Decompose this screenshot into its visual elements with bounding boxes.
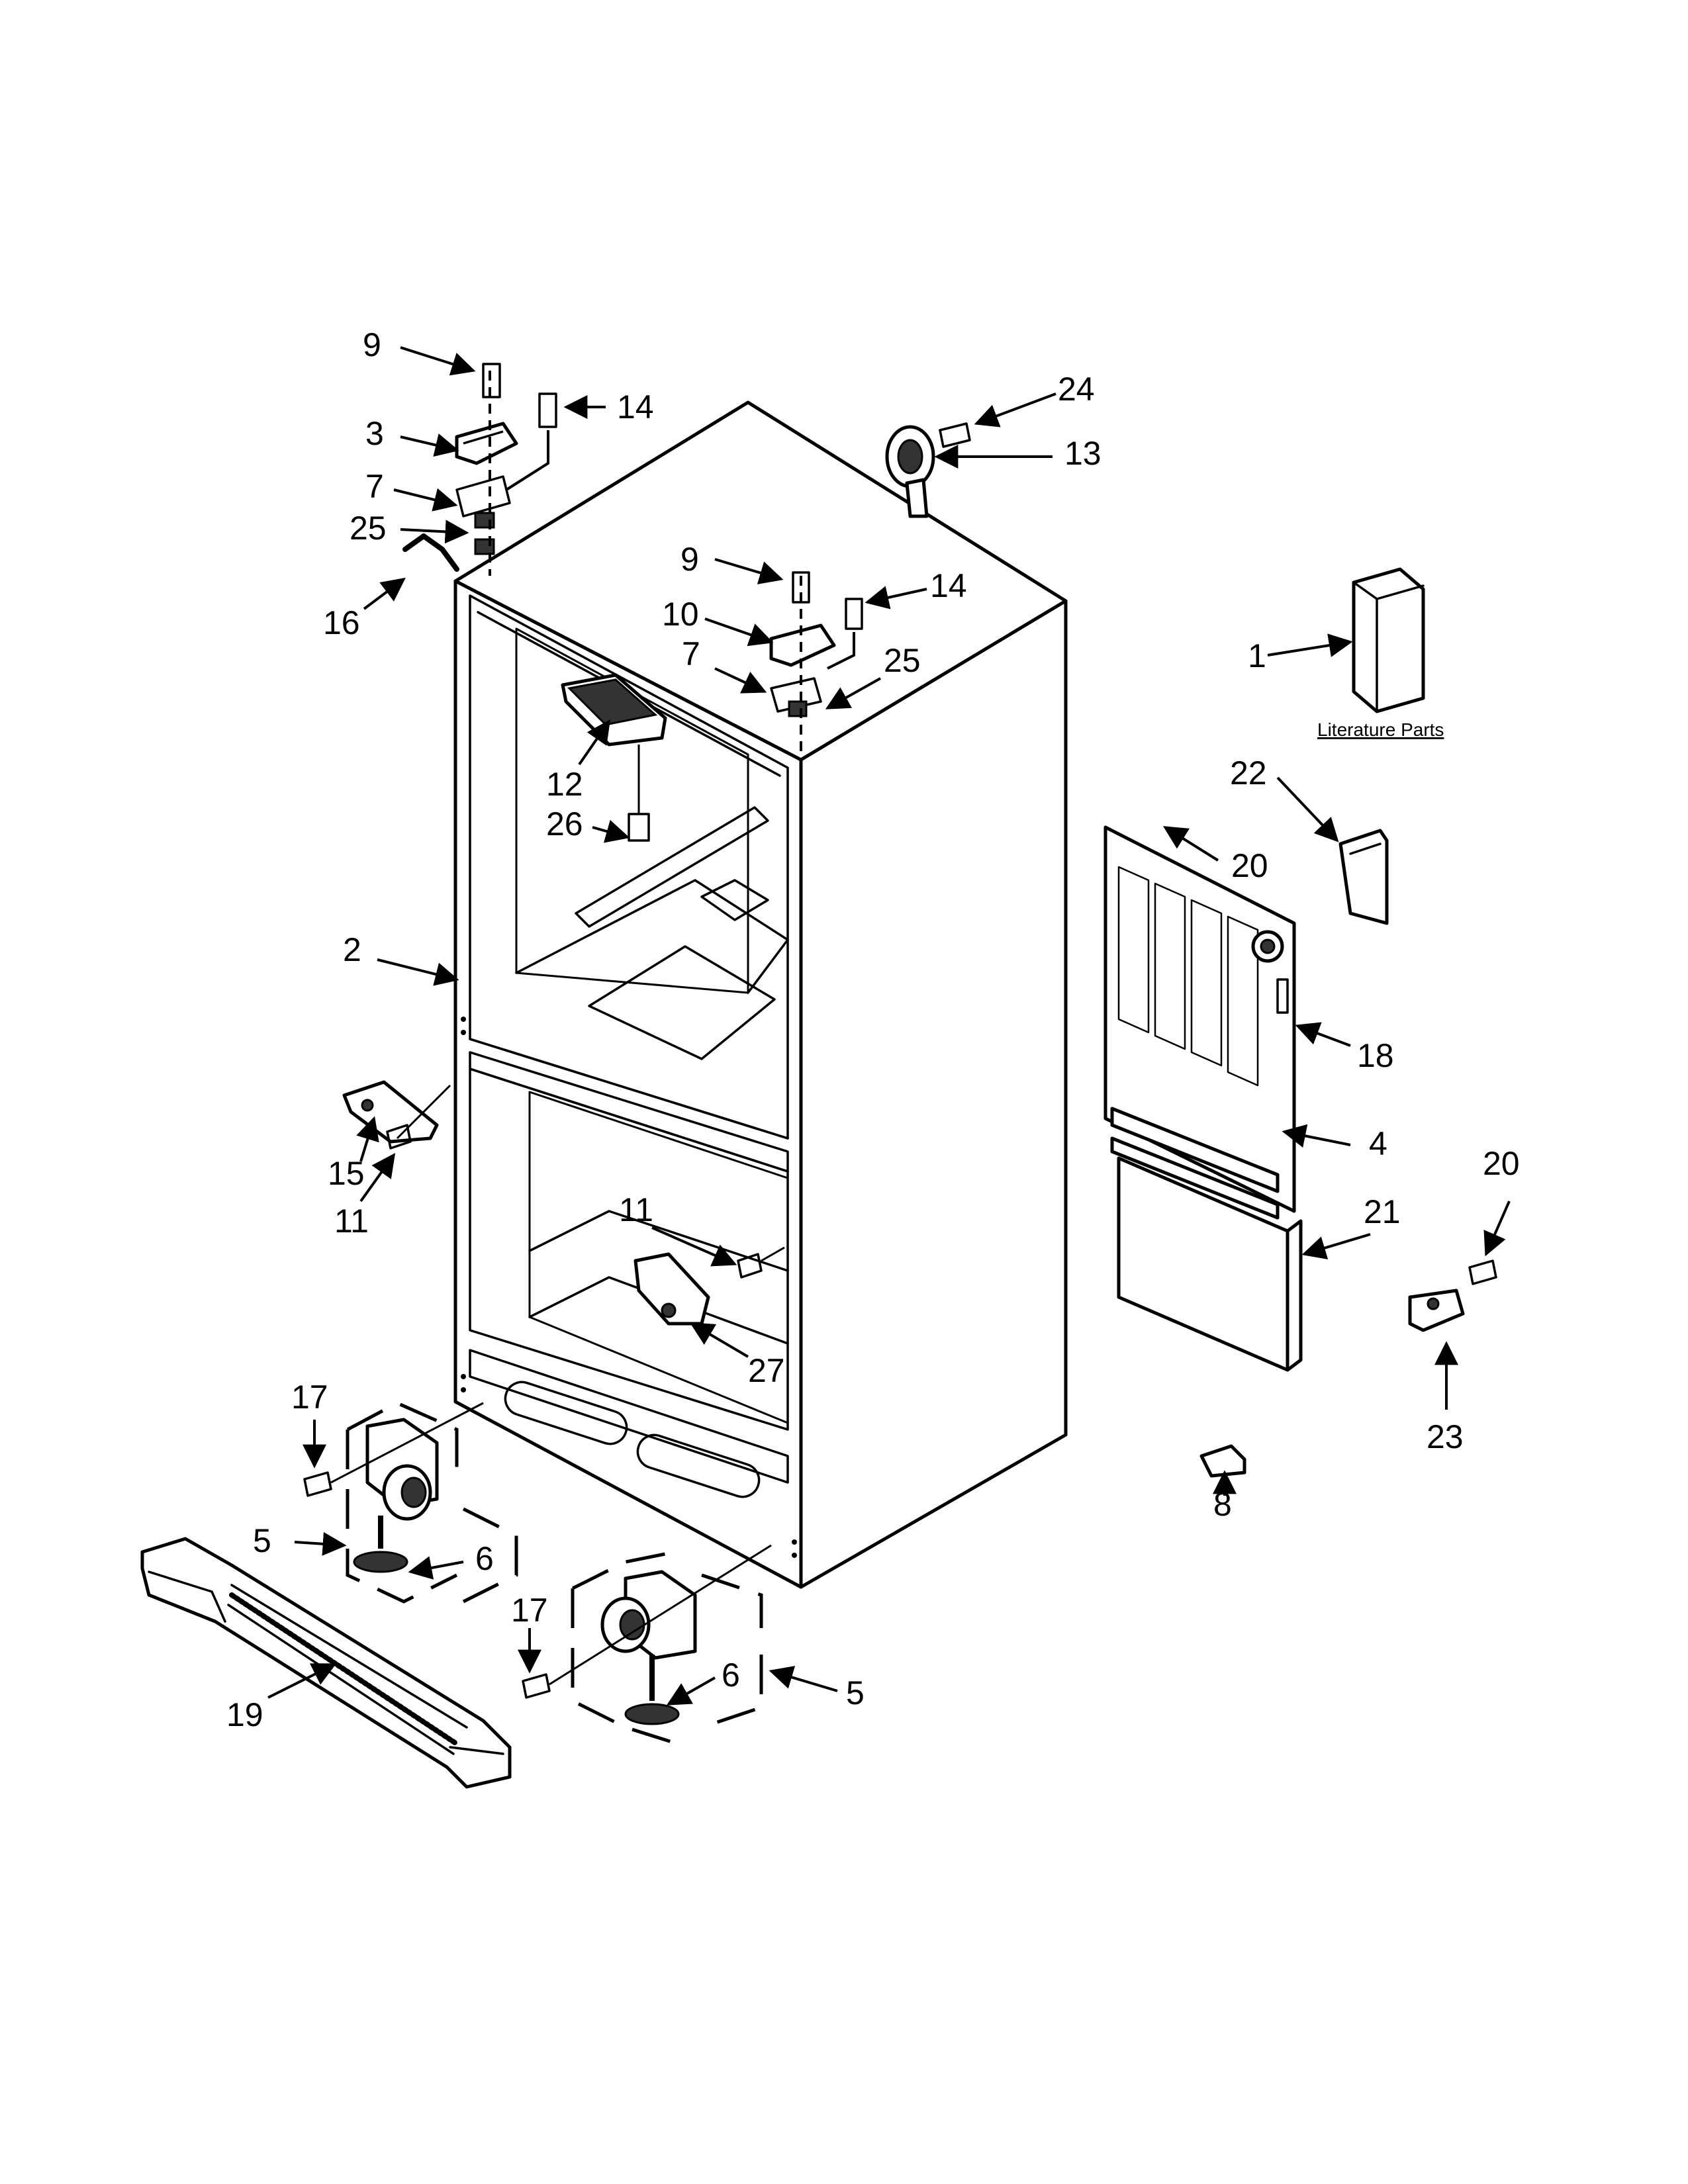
clip-22 (1338, 829, 1389, 925)
callout-26: 26 (546, 805, 583, 842)
control-housing (561, 673, 667, 842)
rear-access-cover (1103, 825, 1296, 1213)
callout-5: 5 (253, 1522, 271, 1559)
left-hinge-assembly (402, 363, 557, 576)
callout-4: 4 (1369, 1125, 1387, 1162)
callout-6b: 6 (722, 1657, 740, 1694)
callout-20b: 20 (1483, 1145, 1520, 1182)
clamp-23 (1408, 1259, 1497, 1332)
callout-22: 22 (1230, 754, 1267, 792)
literature-parts-label: Literature Parts (1317, 719, 1444, 740)
refrigerator-cabinet (453, 400, 1068, 1589)
callout-10: 10 (662, 596, 699, 633)
bracket-15 (342, 1080, 451, 1150)
callout-14b: 14 (930, 567, 967, 604)
callout-labels: 9 14 3 7 25 16 24 13 9 14 10 7 25 1 Lite… (226, 326, 1520, 1733)
clip-8 (1199, 1444, 1246, 1478)
strip-4 (1110, 1107, 1280, 1220)
callout-14: 14 (617, 388, 654, 426)
callout-18: 18 (1357, 1037, 1394, 1074)
callout-11b: 11 (619, 1191, 653, 1228)
callout-1: 1 (1248, 637, 1266, 674)
callout-3: 3 (365, 415, 384, 452)
callout-20: 20 (1231, 847, 1268, 884)
callout-2: 2 (343, 931, 361, 968)
callout-27: 27 (748, 1352, 785, 1389)
callout-7: 7 (365, 468, 384, 505)
callout-25: 25 (350, 510, 387, 547)
callout-9b: 9 (680, 541, 699, 578)
kick-panel-21 (1117, 1156, 1303, 1372)
base-grille (140, 1537, 512, 1789)
callout-25b: 25 (884, 642, 921, 679)
right-hinge-assembly (769, 571, 863, 754)
left-roller-assembly (303, 1401, 518, 1604)
callout-7b: 7 (682, 635, 700, 672)
literature-parts (1352, 567, 1425, 713)
callout-13: 13 (1064, 435, 1102, 472)
callout-24: 24 (1058, 371, 1095, 408)
callout-23: 23 (1427, 1418, 1464, 1455)
right-roller-assembly (522, 1544, 772, 1749)
callout-17b: 17 (511, 1592, 548, 1629)
callout-21: 21 (1364, 1193, 1401, 1230)
callout-19: 19 (226, 1696, 263, 1733)
callout-12: 12 (546, 766, 583, 803)
callout-11: 11 (334, 1203, 369, 1240)
callout-6: 6 (475, 1540, 494, 1577)
callout-5b: 5 (846, 1674, 865, 1711)
callout-9: 9 (363, 326, 381, 363)
callout-15: 15 (328, 1155, 365, 1192)
callout-17: 17 (291, 1379, 328, 1416)
leader-arrows (267, 346, 1511, 1706)
callout-16: 16 (323, 604, 360, 641)
callout-8: 8 (1213, 1486, 1232, 1523)
top-bracket (885, 422, 971, 518)
